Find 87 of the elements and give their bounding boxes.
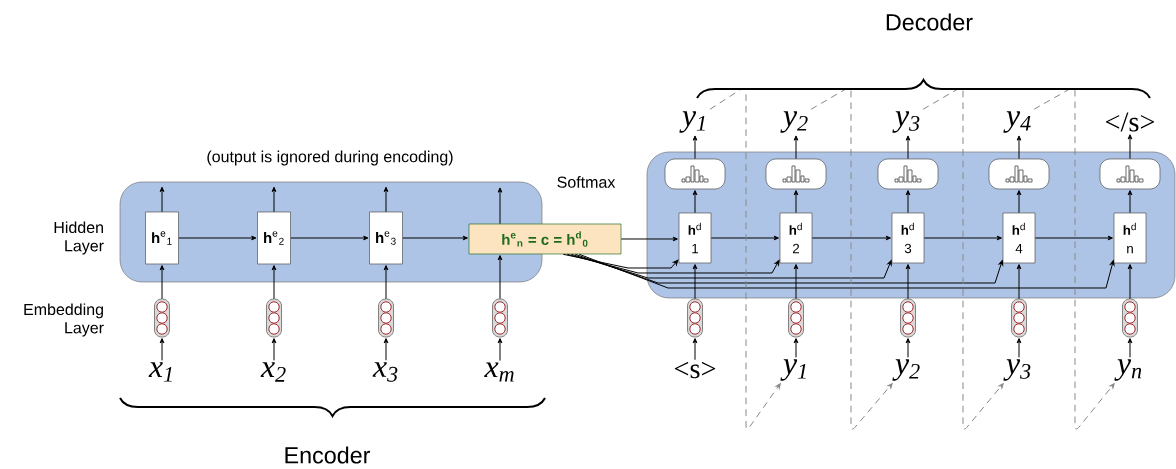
embedding-vector [900, 298, 916, 338]
arrow [562, 253, 679, 269]
token-symbol: <s> [674, 361, 716, 379]
token-symbol: y$_{1}$ [780, 359, 806, 381]
token-symbol: y$_{3}$ [1003, 359, 1031, 381]
arrow [1016, 190, 1022, 214]
arrow [811, 235, 891, 241]
token-symbol: y$_{4}$ [1003, 111, 1031, 133]
arrow [709, 87, 781, 430]
arrow [905, 264, 911, 300]
token-symbol: x$_{3}$ [372, 362, 398, 382]
arrow [159, 338, 165, 361]
layer-label: Hidden Layer [54, 221, 104, 255]
arrow [578, 253, 1115, 289]
embedding-vector [154, 298, 170, 338]
token-symbol: </s> [1106, 112, 1155, 132]
arrow [159, 265, 165, 300]
layer-label: Softmax [557, 176, 616, 188]
arrow [905, 190, 911, 214]
token-symbol: x$_{1}$ [148, 362, 172, 382]
arrow [497, 255, 503, 300]
arrow [1033, 87, 1115, 430]
arrow [402, 235, 468, 241]
layer-label: Embedding Layer [24, 303, 104, 337]
token-symbol: y$_{n}$ [1114, 359, 1142, 381]
token-symbol: y$_{3}$ [892, 111, 920, 133]
arrow [574, 253, 1004, 284]
arrow [1127, 190, 1133, 214]
hidden-state-box: h$^{d}$ 2 [779, 212, 813, 264]
embedding-vector [492, 298, 508, 338]
arrow [383, 186, 389, 213]
arrow [271, 186, 277, 213]
hidden-state-box: h$^{d}$ n [1113, 212, 1147, 264]
arrow [692, 135, 698, 160]
arrow [692, 264, 698, 300]
arrow [923, 235, 1002, 241]
embedding-vector [687, 298, 703, 338]
title-label: Decoder [886, 13, 973, 31]
embedding-vector [788, 298, 804, 338]
arrow [793, 264, 799, 300]
hidden-state-box: h$^{e}$2 [257, 211, 291, 265]
arrow [570, 253, 892, 279]
arrow [1127, 264, 1133, 300]
embedding-vector [1011, 298, 1027, 338]
token-symbol: y$_{1}$ [679, 111, 705, 133]
arrow [692, 190, 698, 214]
embedding-vector [378, 298, 394, 338]
hidden-state-box: h$^{e}$1 [145, 211, 179, 265]
arrow [1016, 338, 1022, 358]
arrow [566, 253, 780, 274]
embedding-vector [1122, 298, 1138, 338]
arrow [905, 338, 911, 358]
arrow [159, 186, 165, 213]
arrow [290, 235, 369, 241]
arrow [710, 235, 779, 241]
arrow [793, 135, 799, 160]
arrow [692, 338, 698, 361]
hidden-state-box: h$^{e}$3 [369, 211, 403, 265]
arrow [922, 87, 1004, 430]
arrow [1127, 134, 1133, 160]
arrow [383, 338, 389, 361]
title-label: Encoder [285, 446, 371, 464]
arrow [271, 265, 277, 300]
arrow [1016, 135, 1022, 160]
token-symbol: y$_{2}$ [780, 111, 808, 133]
arrow [793, 190, 799, 214]
token-symbol: y$_{2}$ [892, 359, 920, 381]
token-symbol: x$_{m}$ [484, 362, 514, 382]
hidden-state-box: h$^{d}$ 4 [1002, 212, 1036, 264]
arrow [620, 236, 678, 242]
arrow [1127, 338, 1133, 358]
arrow [497, 187, 503, 225]
arrow [178, 235, 257, 241]
arrow [383, 265, 389, 300]
hidden-state-box: h$^{d}$ 1 [678, 212, 712, 264]
note-label: (output is ignored during encoding) [207, 150, 453, 166]
arrow [1034, 235, 1113, 241]
arrow [271, 338, 277, 361]
token-symbol: x$_{2}$ [260, 362, 286, 382]
embedding-vector [266, 298, 282, 338]
context-vector-box: h$^{e}$$_{n}$ = c = h$^{d}$0 [468, 223, 622, 255]
arrow [905, 135, 911, 160]
arrow [1016, 264, 1022, 300]
hidden-state-box: h$^{d}$ 3 [891, 212, 925, 264]
arrow [497, 338, 503, 362]
arrow [793, 338, 799, 358]
arrow [810, 87, 893, 430]
